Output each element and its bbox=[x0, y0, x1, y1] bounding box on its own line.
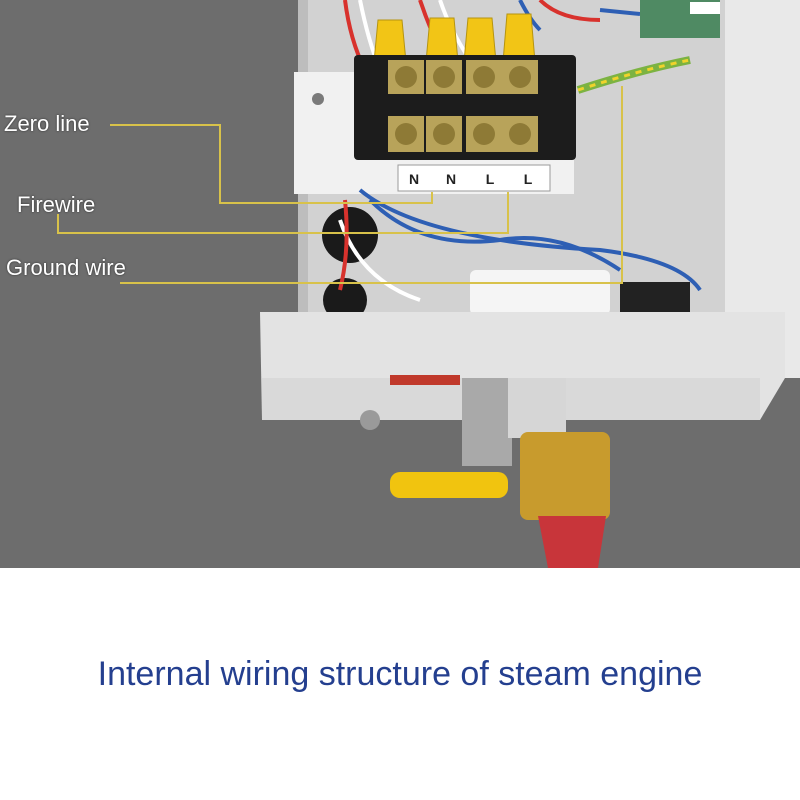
terminal-mark-1: N bbox=[409, 171, 419, 187]
valve-handle bbox=[390, 472, 508, 498]
solenoid-valve bbox=[470, 270, 610, 315]
cable-grommet bbox=[322, 207, 378, 263]
nozzle bbox=[538, 516, 606, 568]
component-black bbox=[620, 282, 690, 314]
leader-ground-wire bbox=[120, 86, 623, 284]
terminal-screws bbox=[388, 60, 538, 152]
leader-lines bbox=[57, 86, 623, 284]
red-stripe bbox=[390, 375, 460, 385]
firewire-label: Firewire bbox=[17, 192, 96, 217]
zero-line-label: Zero line bbox=[4, 111, 90, 136]
fitting-thread bbox=[508, 378, 566, 438]
crimp-connectors bbox=[373, 13, 536, 63]
brass-valve bbox=[520, 432, 610, 520]
terminal-mark-3: L bbox=[486, 171, 495, 187]
cable-grommet-lower bbox=[323, 278, 367, 322]
terminal-mark-4: L bbox=[524, 171, 533, 187]
ground-wire-label: Ground wire bbox=[6, 255, 126, 280]
leader-zero-line bbox=[110, 124, 433, 204]
fitting-steel bbox=[462, 378, 512, 466]
bolt bbox=[360, 410, 380, 430]
terminal-block bbox=[354, 55, 576, 160]
mount-hole bbox=[312, 93, 324, 105]
page-caption: Internal wiring structure of steam engin… bbox=[97, 655, 703, 693]
terminal-mark-2: N bbox=[446, 171, 456, 187]
photo-scene: N N L L bbox=[0, 0, 800, 568]
pcb-label bbox=[690, 2, 720, 14]
leader-firewire bbox=[57, 192, 509, 234]
terminal-marks: N N L L bbox=[397, 164, 551, 192]
